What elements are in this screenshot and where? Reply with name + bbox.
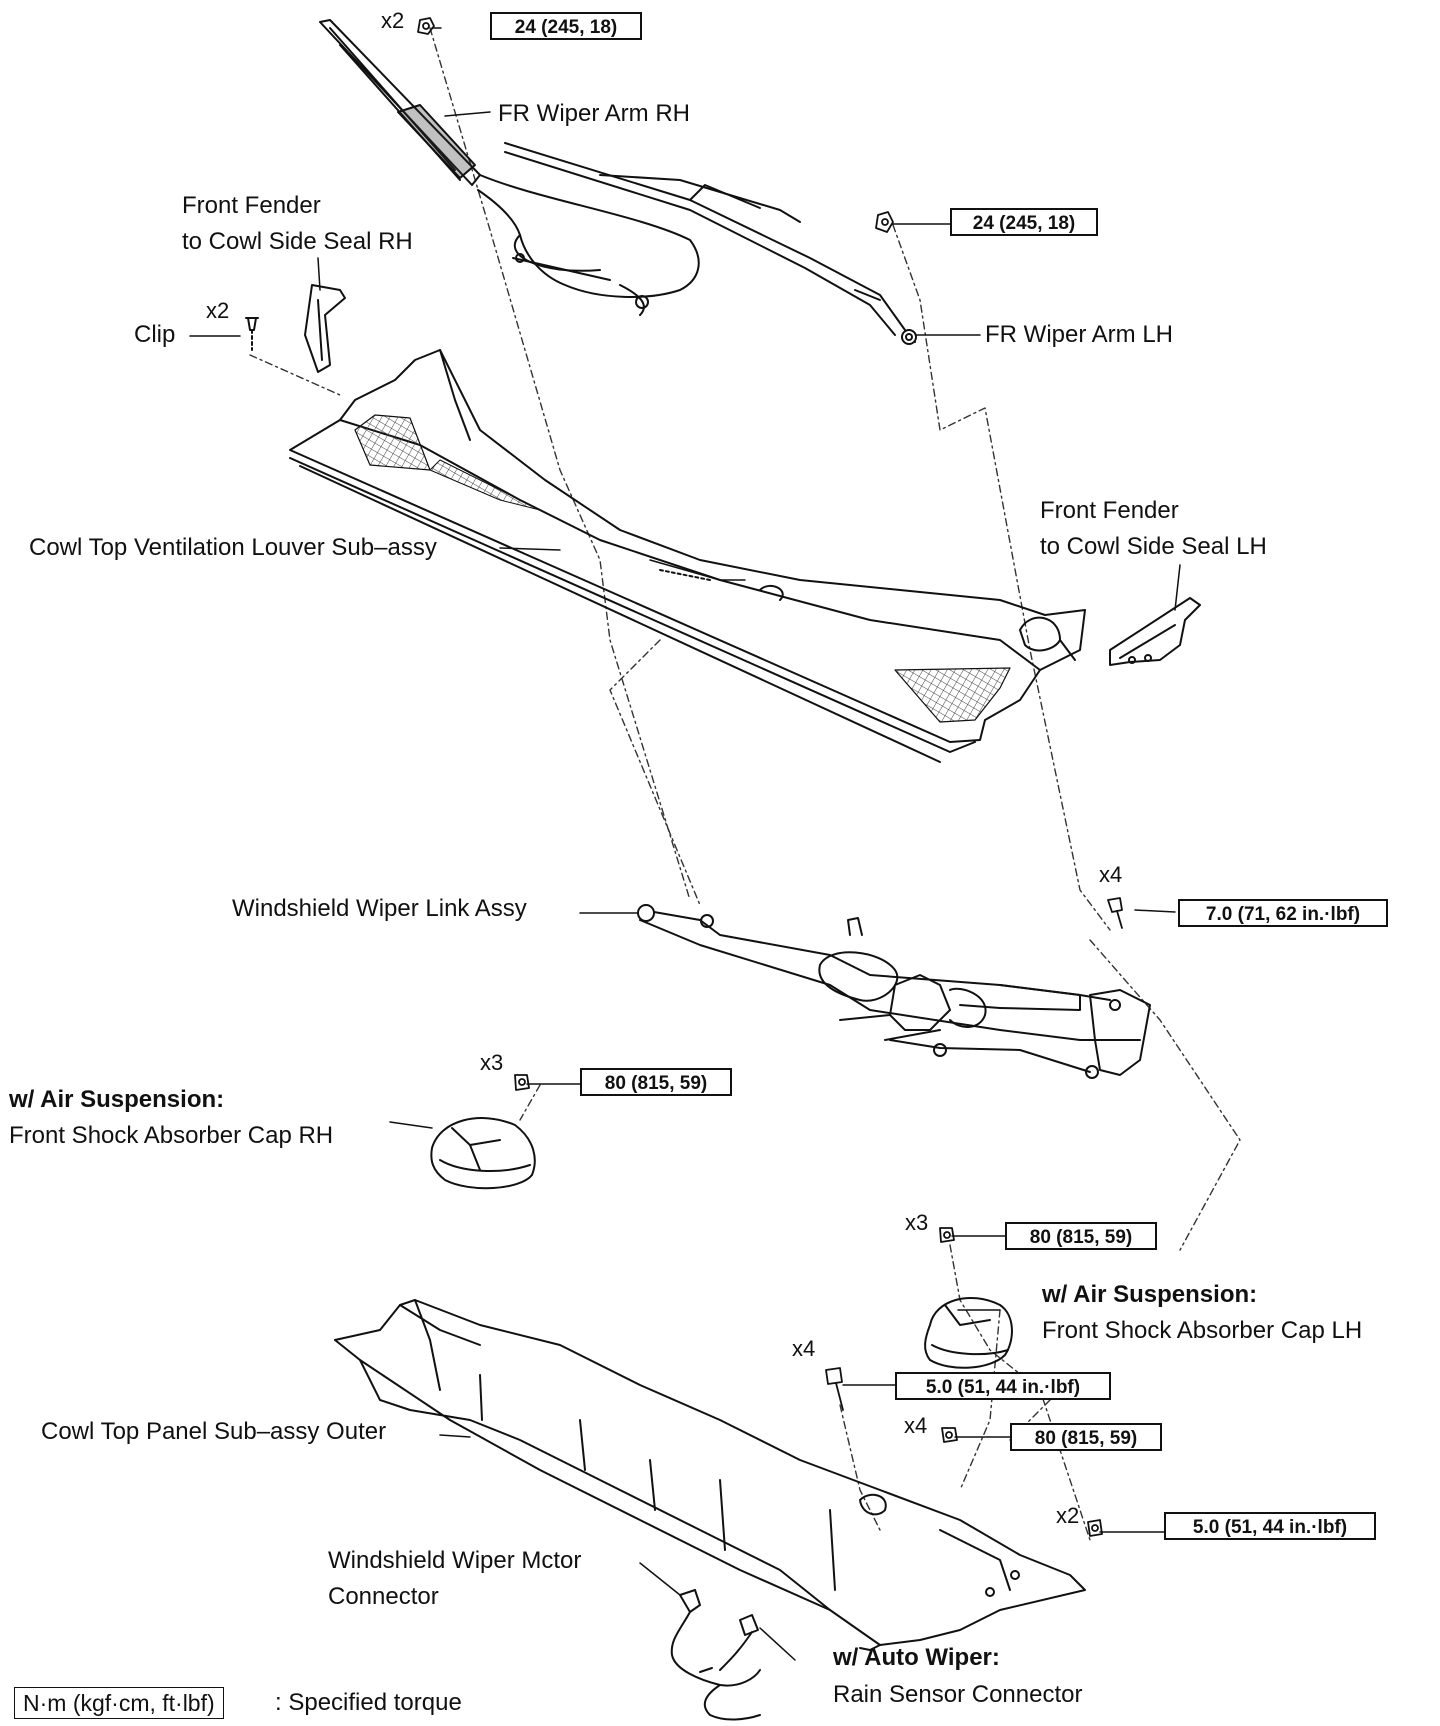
legend-description: : Specified torque [275,1689,462,1716]
fastener-symbols [417,17,1123,1537]
torque-spec-box: 80 (815, 59) [1005,1222,1157,1250]
quantity-marker: x2 [206,298,230,323]
quantity-marker: x3 [480,1050,504,1075]
torque-spec-box: 24 (245, 18) [950,208,1098,236]
quantity-marker: x4 [792,1336,816,1361]
torque-spec-box: 5.0 (51, 44 in.·lbf) [1164,1512,1376,1540]
label-air-suspension-lh-heading: w/ Air Suspension: [1042,1281,1258,1308]
label-fender-seal-lh-line2: to Cowl Side Seal LH [1040,533,1267,560]
quantity-marker: x4 [904,1413,928,1438]
label-clip: Clip [134,321,176,348]
label-cowl-panel: Cowl Top Panel Sub–assy Outer [41,1418,387,1445]
torque-spec-box: 24 (245, 18) [490,12,642,40]
shock-cap-lh-drawing [924,1296,1013,1369]
louver-drawing [289,349,1086,763]
cowl-panel-drawing [334,1299,1086,1651]
assembly-guide-lines [249,27,1241,1541]
bolt-icon [1107,897,1123,929]
label-rain-sensor-connector: Rain Sensor Connector [833,1681,1083,1708]
nut-icon [939,1227,955,1243]
nut-icon [941,1427,958,1443]
label-motor-connector-line2: Connector [328,1583,439,1610]
label-fender-seal-rh-line2: to Cowl Side Seal RH [182,228,413,255]
quantity-marker: x3 [905,1210,929,1235]
leader-lines [189,27,1181,1661]
torque-spec-box: 80 (815, 59) [580,1068,732,1096]
label-link-assy: Windshield Wiper Link Assy [232,895,527,922]
label-louver: Cowl Top Ventilation Louver Sub–assy [29,534,437,561]
label-shock-cap-rh: Front Shock Absorber Cap RH [9,1122,334,1149]
torque-spec-box: 7.0 (71, 62 in.·lbf) [1178,899,1388,927]
harness-drawing [670,1589,761,1721]
label-shock-cap-lh: Front Shock Absorber Cap LH [1042,1317,1363,1344]
quantity-marker: x2 [1056,1503,1080,1528]
seal-lh-drawing [1109,597,1201,666]
nut-icon [417,17,435,35]
quantity-marker: x4 [1099,862,1123,887]
nut-icon [1087,1519,1103,1537]
link-assy-drawing [637,904,1151,1079]
wiper-arm-lh-drawing [504,142,917,345]
shock-cap-rh-drawing [430,1117,536,1190]
nut-icon [514,1074,530,1091]
label-fender-seal-lh-line1: Front Fender [1040,497,1179,524]
torque-spec-box: 80 (815, 59) [1010,1423,1162,1451]
label-wiper-arm-rh: FR Wiper Arm RH [498,100,690,127]
wiper-arm-rh-drawing [319,19,700,316]
quantity-marker: x2 [381,8,405,33]
torque-spec-box: 5.0 (51, 44 in.·lbf) [895,1372,1111,1400]
label-motor-connector-line1: Windshield Wiper Mctor [328,1547,582,1574]
label-wiper-arm-lh: FR Wiper Arm LH [985,321,1174,348]
label-air-suspension-rh-heading: w/ Air Suspension: [9,1086,225,1113]
label-auto-wiper-heading: w/ Auto Wiper: [833,1644,1000,1671]
seal-rh-drawing [304,284,346,373]
bolt-icon [825,1367,844,1411]
legend-unit-box: N·m (kgf·cm, ft·lbf) [14,1687,224,1719]
nut-icon [875,211,894,233]
clip-drawing [245,317,259,351]
label-fender-seal-rh-line1: Front Fender [182,192,321,219]
